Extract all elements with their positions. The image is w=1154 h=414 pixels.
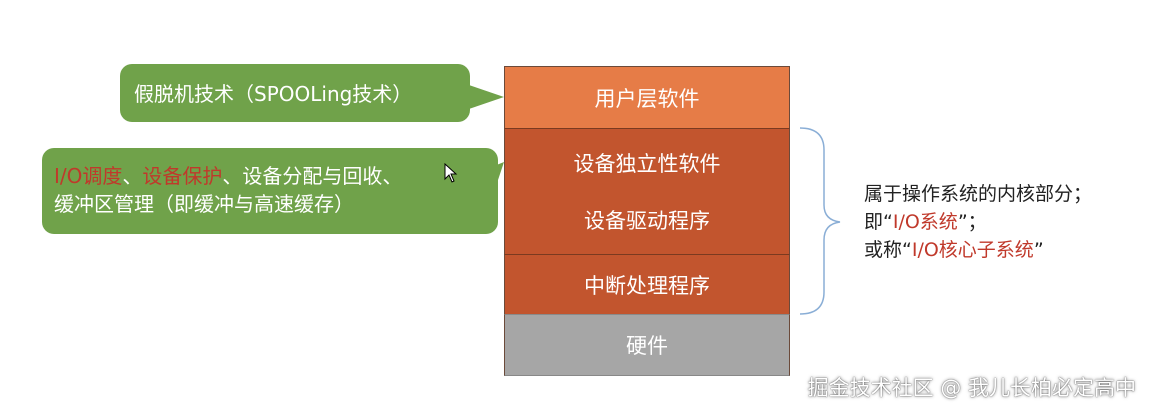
layer-hardware-label: 硬件 — [626, 334, 668, 358]
callout-spooling-text: 假脱机技术（SPOOLing技术） — [134, 82, 413, 106]
annotation-line3: 或称“I/O核心子系统” — [864, 236, 1092, 264]
layer-hardware: 硬件 — [504, 314, 790, 376]
mouse-cursor-icon — [444, 163, 458, 183]
layer-device-independent-label: 设备独立性软件 — [573, 152, 721, 177]
annotation-io-system: I/O系统 — [892, 211, 958, 233]
annotation-line2-suffix: ”； — [957, 211, 987, 233]
annotation-line2: 即“I/O系统”； — [864, 208, 1092, 236]
separator-text: 、 — [122, 164, 143, 188]
kernel-annotation: 属于操作系统的内核部分； 即“I/O系统”； 或称“I/O核心子系统” — [864, 180, 1092, 264]
annotation-line2-prefix: 即“ — [864, 211, 893, 233]
layer-user-software-label: 用户层软件 — [594, 86, 700, 111]
callout-functions-line1: I/O调度、设备保护、设备分配与回收、 — [54, 162, 498, 190]
layer-interrupt-handler: 中断处理程序 — [504, 254, 790, 314]
device-protection-text: 设备保护 — [142, 164, 223, 188]
annotation-line1: 属于操作系统的内核部分； — [864, 183, 1093, 205]
io-scheduling-text: I/O调度 — [54, 164, 123, 188]
watermark: 掘金技术社区 @ 我儿长柏必定高中 — [807, 376, 1136, 400]
callout-device-independent-functions: I/O调度、设备保护、设备分配与回收、 缓冲区管理（即缓冲与高速缓存） — [42, 148, 498, 234]
layer-device-software: 设备独立性软件 设备驱动程序 — [504, 128, 790, 254]
layer-interrupt-label: 中断处理程序 — [584, 273, 710, 298]
callout-functions-line2: 缓冲区管理（即缓冲与高速缓存） — [54, 192, 354, 216]
callout-spooling: 假脱机技术（SPOOLing技术） — [120, 64, 470, 122]
functions-rest-text: 、设备分配与回收、 — [222, 164, 403, 188]
layer-device-driver-label: 设备驱动程序 — [584, 208, 710, 233]
annotation-line3-prefix: 或称“ — [864, 239, 912, 261]
layer-user-software: 用户层软件 — [504, 66, 790, 128]
annotation-line3-suffix: ” — [1033, 239, 1044, 261]
annotation-io-core-subsystem: I/O核心子系统 — [911, 239, 1034, 261]
